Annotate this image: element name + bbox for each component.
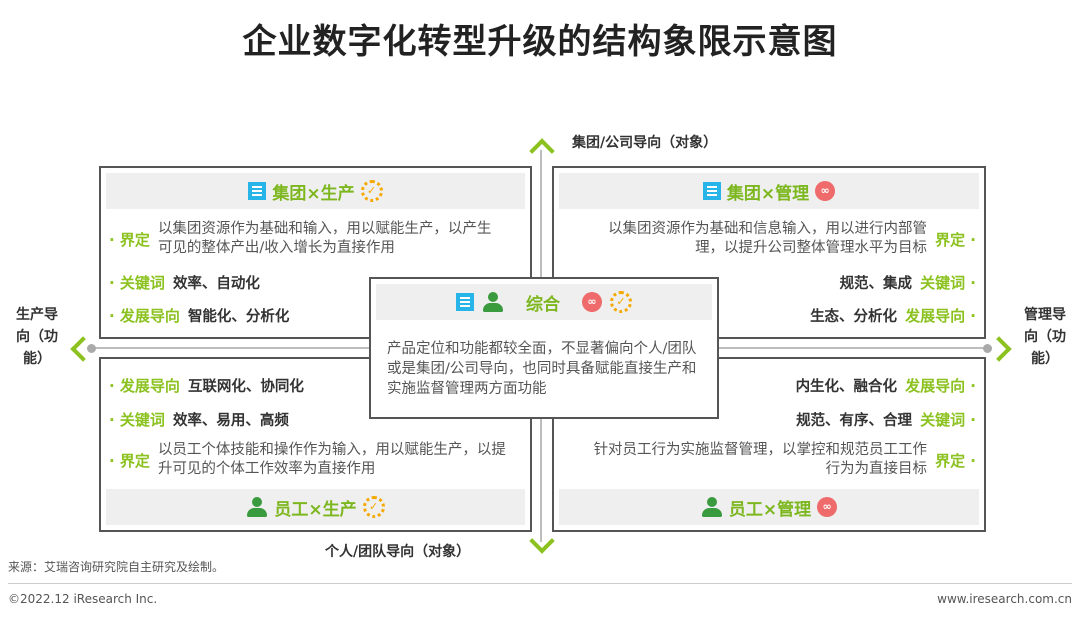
direction-label: 发展导向 <box>119 377 180 395</box>
define-label: 界定 <box>935 230 966 249</box>
gear-icon: ✓ <box>610 291 632 313</box>
keywords-label: 关键词 <box>920 274 966 292</box>
network-icon: ∞ <box>582 292 602 312</box>
arrow-up-icon <box>529 138 555 164</box>
website-url: www.iresearch.com.cn <box>937 592 1072 606</box>
quadrant-title: 集团×生产 <box>272 183 355 204</box>
axis-label-right: 管理导向（功能） <box>1024 307 1066 367</box>
keywords-text: 规范、有序、合理 <box>796 413 913 429</box>
define-text: 以集团资源作为基础和信息输入，用以进行内部管理，以提升公司整体管理水平为目标 <box>608 221 928 256</box>
copyright: ©2022.12 iResearch Inc. <box>8 592 158 606</box>
center-comprehensive: 综合 ∞ ✓ 产品定位和功能都较全面，不显著偏向个人/团队或是集团/公司导向，也同时… <box>369 277 719 419</box>
arrow-down-icon <box>529 528 555 554</box>
axis-label-bottom: 个人/团队导向（对象） <box>325 544 471 560</box>
axis-dot <box>87 344 96 353</box>
define-text: 以集团资源作为基础和输入，用以赋能生产，以产生可见的整体产出/收入增长为直接作用 <box>157 221 492 256</box>
building-icon <box>702 182 721 200</box>
keywords-label: 关键词 <box>119 274 165 292</box>
direction-text: 互联网化、协同化 <box>187 379 304 395</box>
direction-label: 发展导向 <box>119 307 180 325</box>
define-text: 以员工个体技能和操作作为输入，用以赋能生产，以提升可见的个体工作效率为直接作用 <box>157 442 506 477</box>
page-title: 企业数字化转型升级的结构象限示意图 <box>242 22 838 62</box>
gear-icon: ✓ <box>360 180 383 202</box>
arrow-right-icon <box>986 336 1012 362</box>
source-note: 来源：艾瑞咨询研究院自主研究及绘制。 <box>8 560 225 574</box>
gear-icon: ✓ <box>362 496 385 518</box>
keywords-label: 关键词 <box>920 411 966 429</box>
quadrant-title: 员工×管理 <box>728 499 812 520</box>
direction-text: 内生化、融合化 <box>795 379 898 395</box>
user-icon <box>482 292 504 312</box>
building-icon <box>456 293 474 311</box>
quadrant-employee-management: 发展导向 ·内生化、融合化 关键词 ·规范、有序、合理 界定 ·针对员工行为实施… <box>552 357 986 532</box>
keywords-text: 效率、易用、高频 <box>172 413 289 429</box>
center-title: 综合 <box>526 294 560 315</box>
axis-label-left: 生产导向（功能） <box>16 307 58 367</box>
user-icon <box>701 497 723 517</box>
direction-label: 发展导向 <box>905 307 966 325</box>
keywords-label: 关键词 <box>119 411 165 429</box>
direction-label: 发展导向 <box>905 377 966 395</box>
footer-divider <box>8 583 1072 584</box>
keywords-text: 效率、自动化 <box>172 276 260 292</box>
axis-dot <box>983 344 992 353</box>
keywords-text: 规范、集成 <box>839 276 913 292</box>
quadrant-title: 员工×生产 <box>274 499 357 520</box>
center-desc: 产品定位和功能都较全面，不显著偏向个人/团队或是集团/公司导向，也同时具备赋能直… <box>387 341 697 397</box>
arrow-left-icon <box>70 336 96 362</box>
quadrant-title: 集团×管理 <box>726 183 810 204</box>
define-label: 界定 <box>119 451 150 470</box>
direction-text: 智能化、分析化 <box>187 309 290 325</box>
define-label: 界定 <box>935 451 966 470</box>
network-icon: ∞ <box>815 181 836 201</box>
axis-label-top: 集团/公司导向（对象） <box>572 135 718 151</box>
user-icon <box>246 497 268 517</box>
network-icon: ∞ <box>817 497 838 517</box>
building-icon <box>248 182 267 200</box>
define-label: 界定 <box>119 230 150 249</box>
define-text: 针对员工行为实施监督管理，以掌控和规范员工工作行为为直接目标 <box>593 442 928 477</box>
direction-text: 生态、分析化 <box>810 309 898 325</box>
